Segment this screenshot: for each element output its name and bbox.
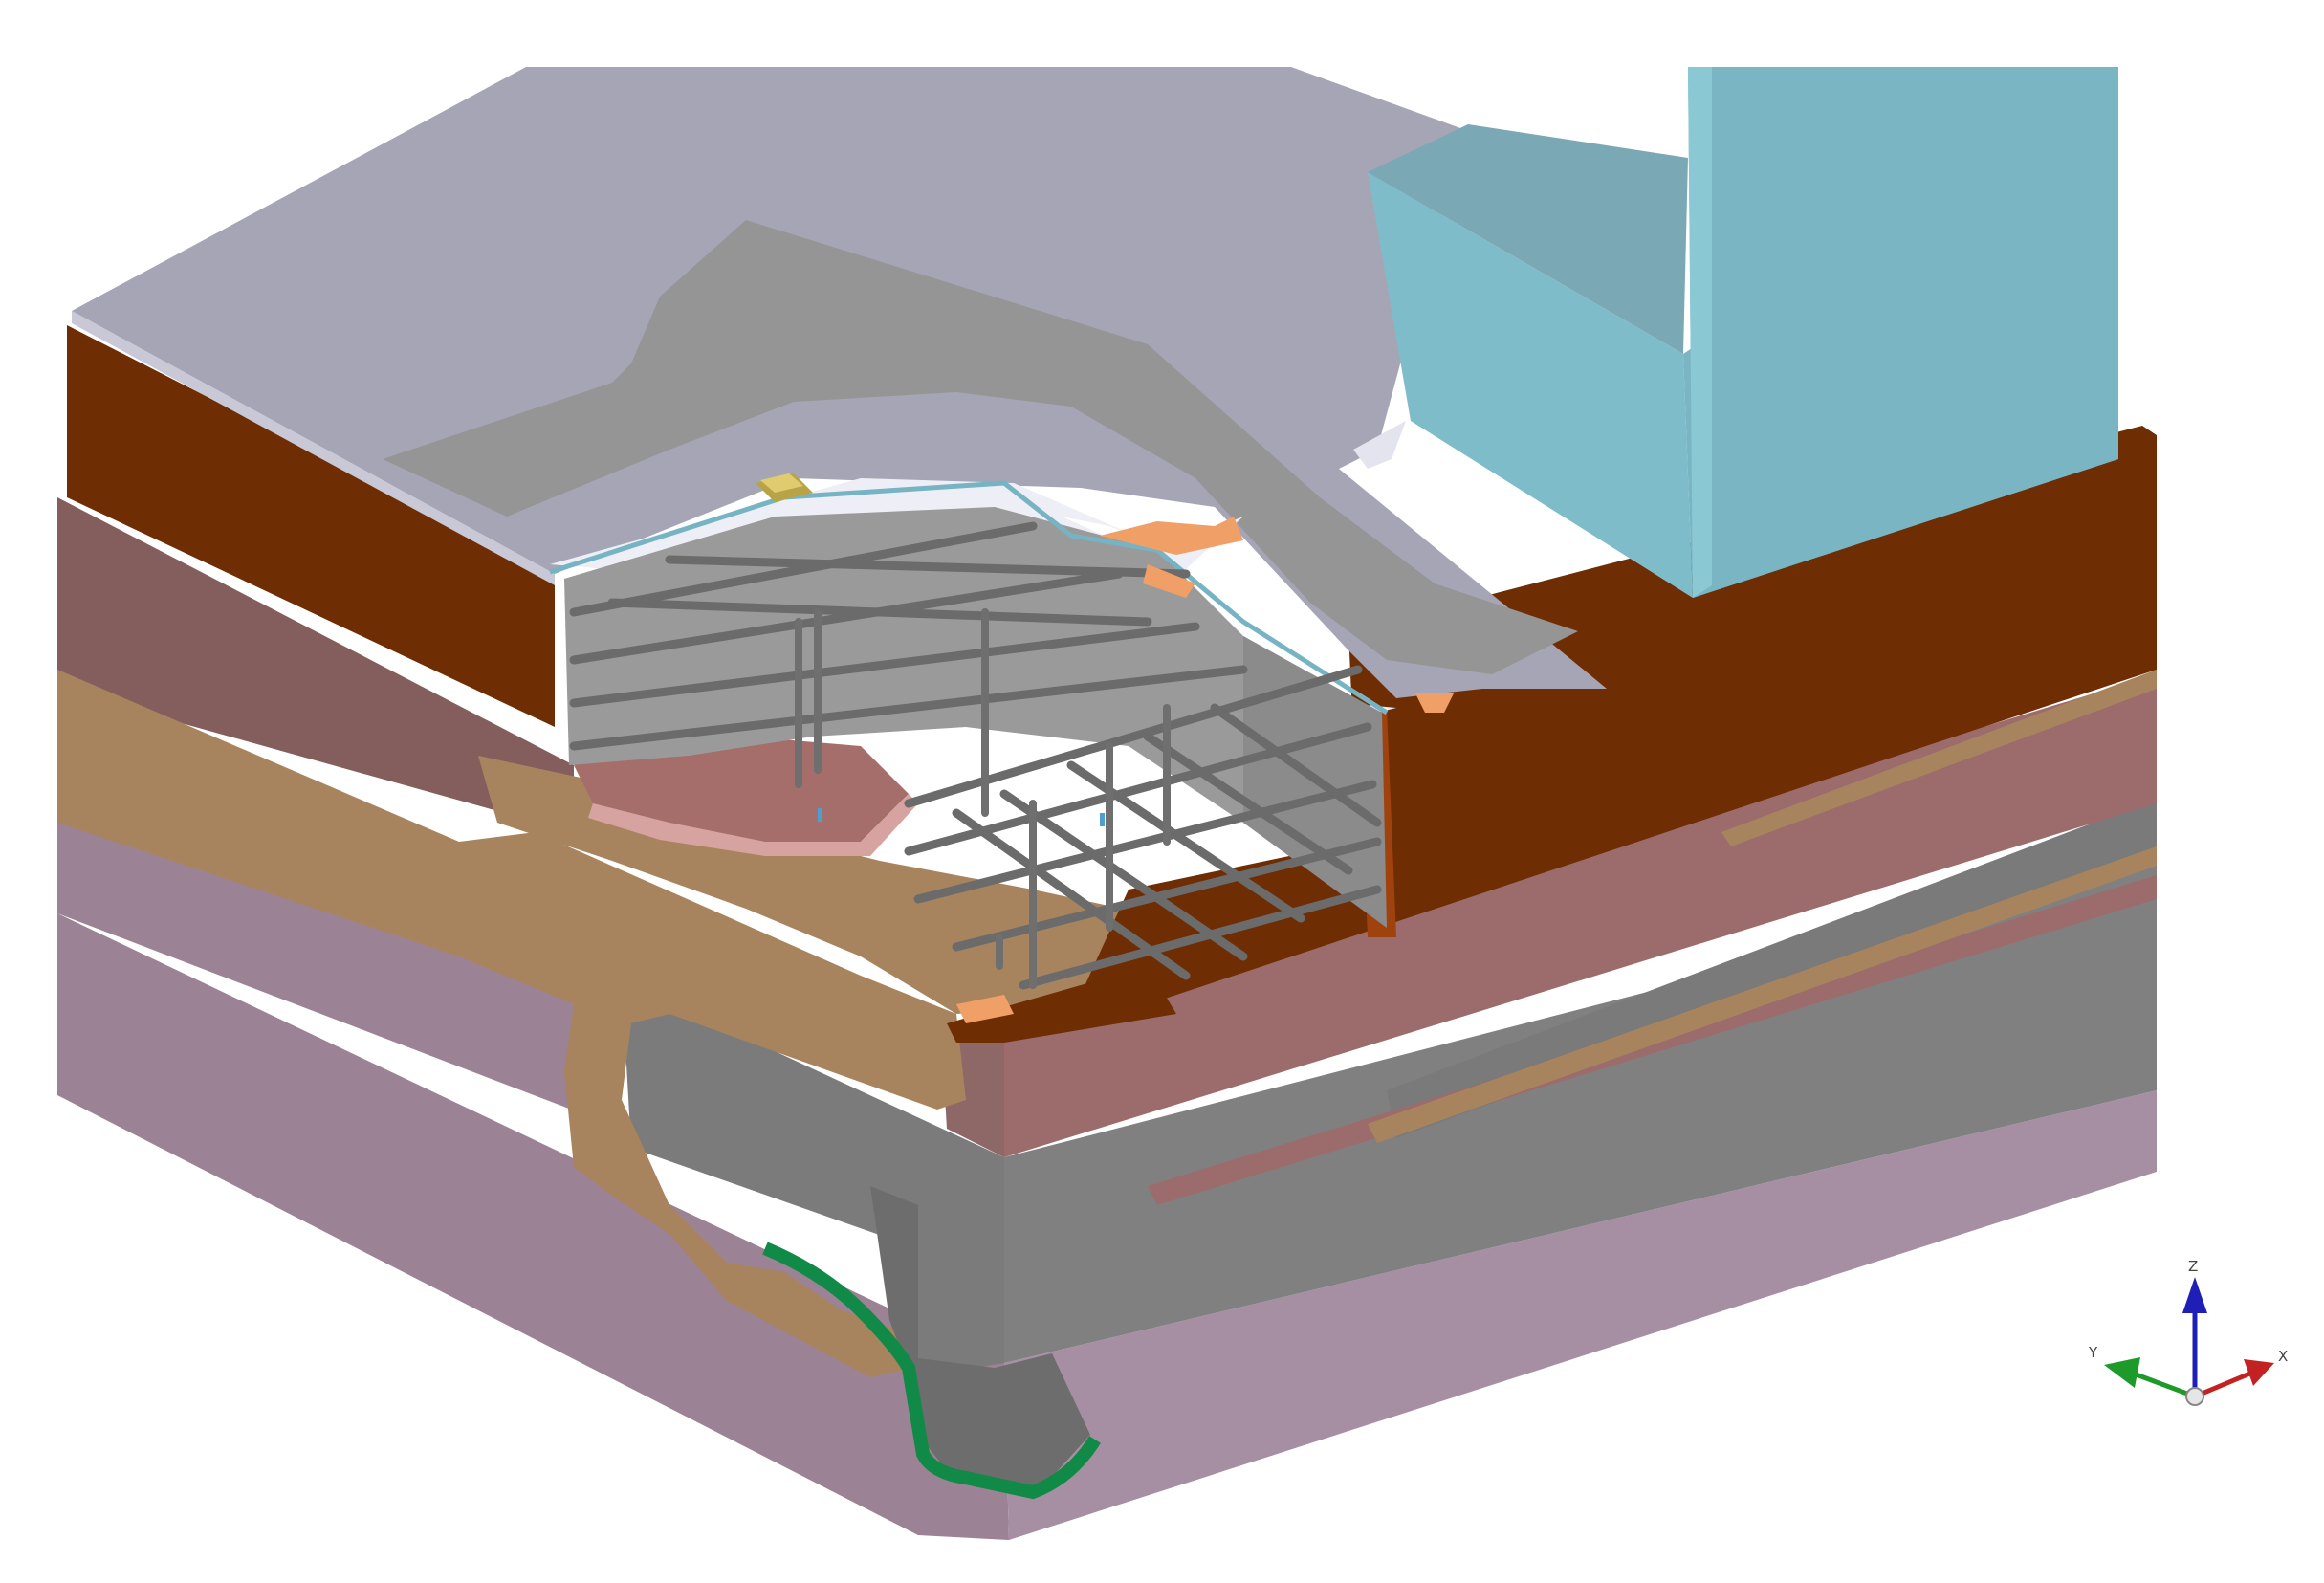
y-axis-line [2130, 1370, 2196, 1399]
topsoil-left-face [67, 325, 555, 727]
rim-fragment [1100, 517, 1243, 555]
z-axis-label: Z [2188, 1258, 2198, 1275]
mauve-left-face [57, 497, 574, 832]
pit-floor-pink [574, 737, 909, 842]
building-tower-front [1688, 67, 2118, 598]
beam [999, 789, 1248, 961]
z-axis-arrow-icon [2182, 1277, 2207, 1313]
beam [1210, 703, 1382, 827]
x-axis-label: X [2278, 1348, 2288, 1365]
rim-fragment [956, 995, 1014, 1023]
origin-sphere-icon [2185, 1387, 2204, 1406]
blue-marker [1100, 813, 1105, 826]
building-top-face [1368, 124, 1688, 354]
topsoil-front-shelf [947, 966, 1176, 1043]
roof-hatch-top [760, 473, 803, 493]
underground-structure [549, 473, 1454, 1023]
building [1368, 67, 2118, 598]
beam [569, 521, 1038, 617]
beam [569, 665, 1248, 751]
axis-triad: Z X Y [2088, 1258, 2288, 1406]
x-axis-line [2194, 1370, 2253, 1399]
beam [952, 837, 1382, 952]
beam [1019, 885, 1382, 990]
bedrock-layer [57, 913, 2157, 1540]
rim-fragment [1143, 564, 1195, 598]
beam [952, 808, 1191, 980]
bedrock-right-face [1004, 1090, 2157, 1540]
front-corner [762, 1186, 1101, 1500]
rim-fragment [1415, 693, 1454, 713]
sand-stripe-right-2 [1368, 846, 2157, 1143]
pit-floor-pink-edge [588, 794, 918, 856]
bedrock-left-face [57, 913, 1009, 1540]
building-front-face [1368, 172, 1693, 598]
beam [607, 598, 1152, 627]
y-axis-label: Y [2088, 1344, 2098, 1361]
sand-left-face [57, 670, 966, 1377]
drain-pipe-green [762, 1242, 1101, 1500]
building-tower-edge [1688, 67, 1712, 598]
y-axis-arrow-icon [2104, 1357, 2140, 1388]
ground-edge-left [72, 311, 555, 585]
corner-vertical-face [870, 1186, 1090, 1487]
road-surface [383, 220, 1578, 674]
beam [569, 622, 1200, 708]
beam [913, 780, 1377, 904]
ground-surface [72, 67, 1607, 698]
beam [569, 569, 1124, 665]
sand-stripe-right-1 [1721, 670, 2157, 846]
x-axis-arrow-icon [2244, 1359, 2274, 1386]
beam [1143, 732, 1353, 875]
ground-crack [1353, 421, 1406, 469]
beam [665, 555, 1191, 579]
structure-columns [795, 608, 1171, 989]
blue-marker [818, 808, 822, 822]
